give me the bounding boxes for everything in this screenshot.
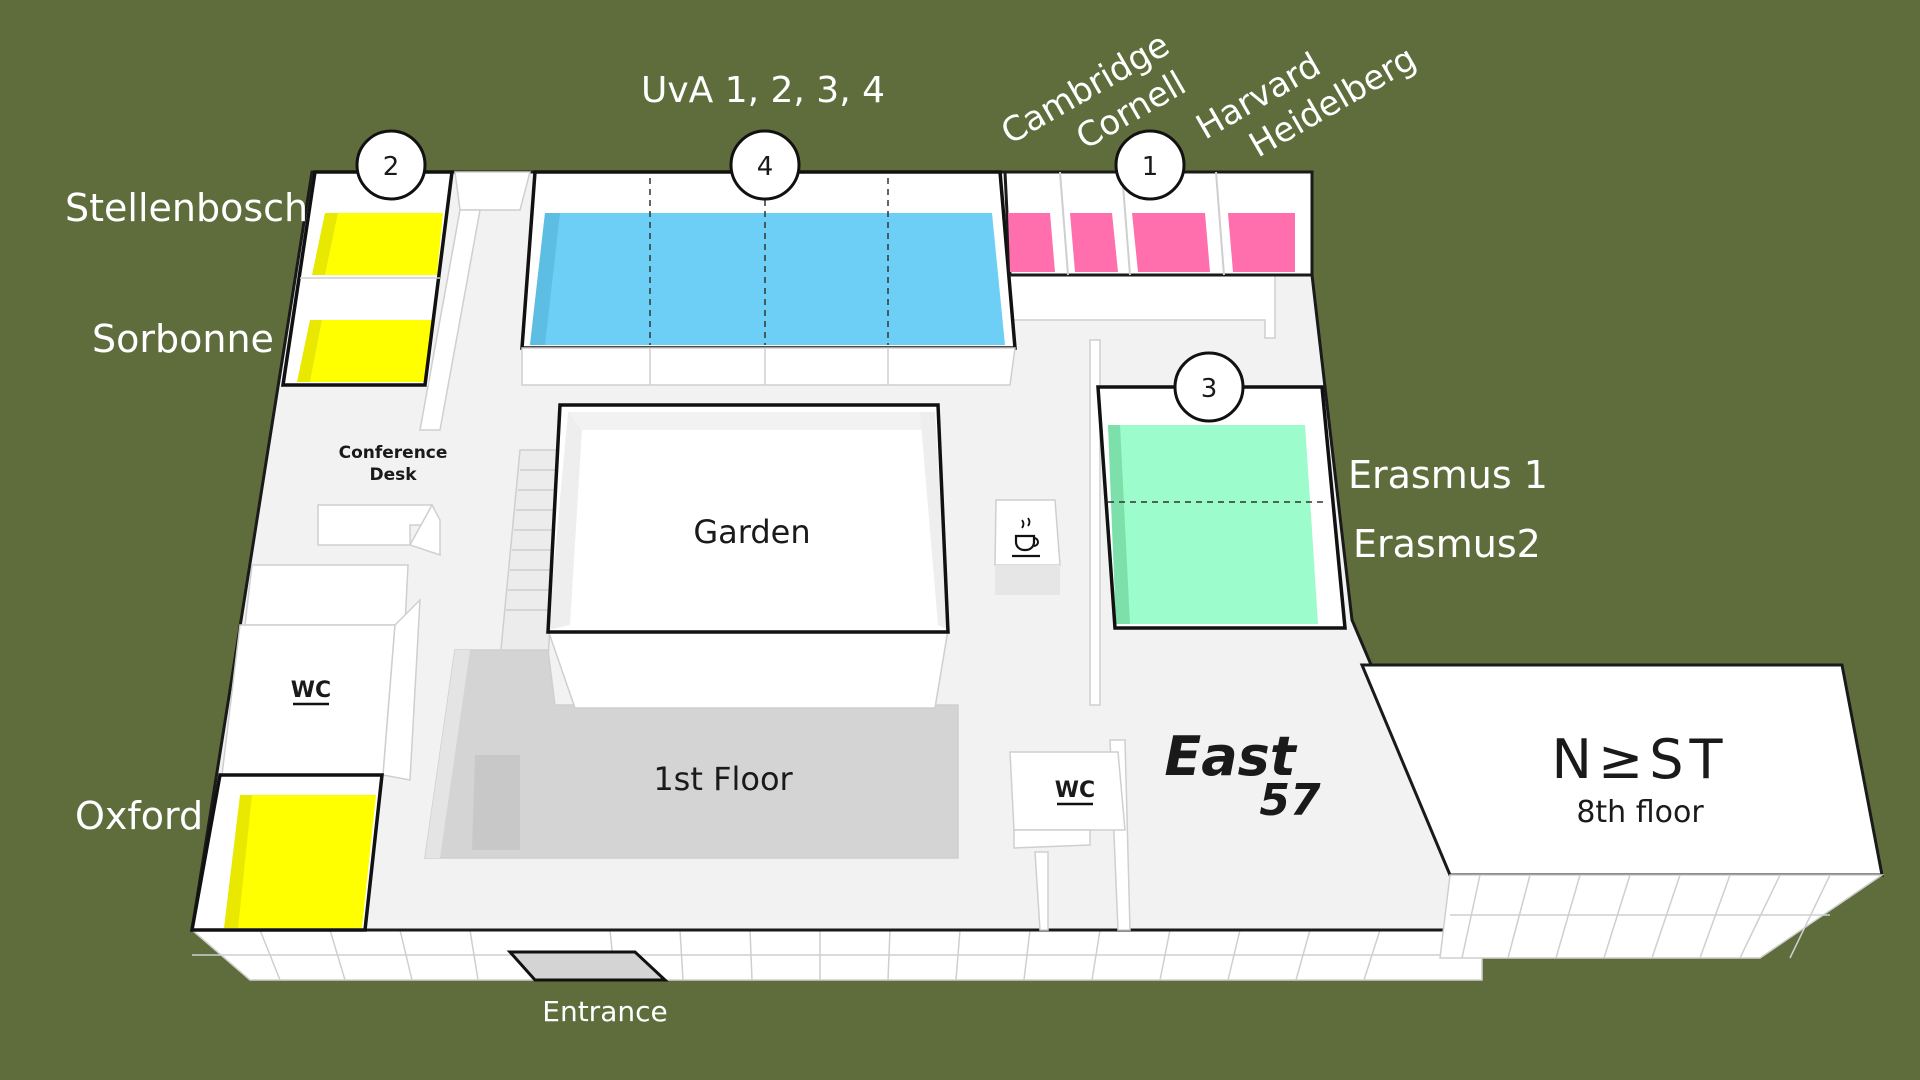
garden xyxy=(546,403,950,709)
badge-1[interactable]: 1 xyxy=(1114,129,1186,201)
stairs xyxy=(499,449,561,661)
room-group-3[interactable] xyxy=(1096,385,1347,630)
label-8th-floor: 8th floor xyxy=(1576,795,1704,830)
wc-left-block xyxy=(221,564,421,781)
label-stellenbosch: Stellenbosch xyxy=(65,186,308,230)
svg-text:3: 3 xyxy=(1201,374,1218,404)
label-conference-desk-1: Conference xyxy=(339,443,448,463)
label-erasmus-1: Erasmus 1 xyxy=(1348,453,1548,497)
coffee-cup-icon xyxy=(1012,517,1040,558)
label-erasmus-2: Erasmus2 xyxy=(1353,522,1541,566)
label-oxford: Oxford xyxy=(75,794,203,838)
room-erasmus-2[interactable] xyxy=(1112,530,1318,624)
svg-text:57: 57 xyxy=(1259,775,1321,826)
svg-text:1: 1 xyxy=(1142,152,1159,182)
label-garden: Garden xyxy=(693,513,810,551)
nest-logo: N≥ST 8th floor xyxy=(1552,728,1729,830)
coffee-point xyxy=(994,499,1061,595)
conference-desk-area xyxy=(317,503,441,557)
room-sorbonne[interactable] xyxy=(283,278,440,385)
badge-4[interactable]: 4 xyxy=(729,129,801,201)
label-wc-right: WC xyxy=(1055,778,1095,803)
room-harvard[interactable] xyxy=(1132,213,1210,272)
badge-2[interactable]: 2 xyxy=(355,129,427,201)
wc-left-sign: WC xyxy=(291,678,331,706)
label-conference-desk-2: Desk xyxy=(369,465,417,485)
nest-block xyxy=(1359,663,1885,959)
label-uva: UvA 1, 2, 3, 4 xyxy=(641,70,885,111)
svg-text:4: 4 xyxy=(757,152,774,182)
entrance-door[interactable] xyxy=(506,950,669,982)
svg-text:East: East xyxy=(1164,725,1297,788)
label-wc-left: WC xyxy=(291,678,331,703)
wc-right-block xyxy=(1009,751,1126,931)
room-cambridge[interactable] xyxy=(1008,213,1055,272)
wc-right-sign: WC xyxy=(1055,778,1095,806)
label-first-floor: 1st Floor xyxy=(653,760,793,798)
room-oxford[interactable] xyxy=(189,773,384,932)
room-group-1[interactable] xyxy=(1003,170,1314,277)
room-heidelberg[interactable] xyxy=(1228,213,1295,272)
first-floor-void xyxy=(424,649,959,859)
svg-text:2: 2 xyxy=(383,152,400,182)
room-uva[interactable] xyxy=(520,170,1017,386)
badge-3[interactable]: 3 xyxy=(1173,351,1245,423)
room-stellenbosch[interactable] xyxy=(300,172,450,278)
label-sorbonne: Sorbonne xyxy=(92,317,274,361)
svg-text:N≥ST: N≥ST xyxy=(1552,728,1729,791)
label-entrance: Entrance xyxy=(542,995,667,1028)
room-cornell[interactable] xyxy=(1070,213,1118,272)
east57-logo: East 57 xyxy=(1164,725,1321,826)
room-erasmus-1[interactable] xyxy=(1108,425,1312,530)
